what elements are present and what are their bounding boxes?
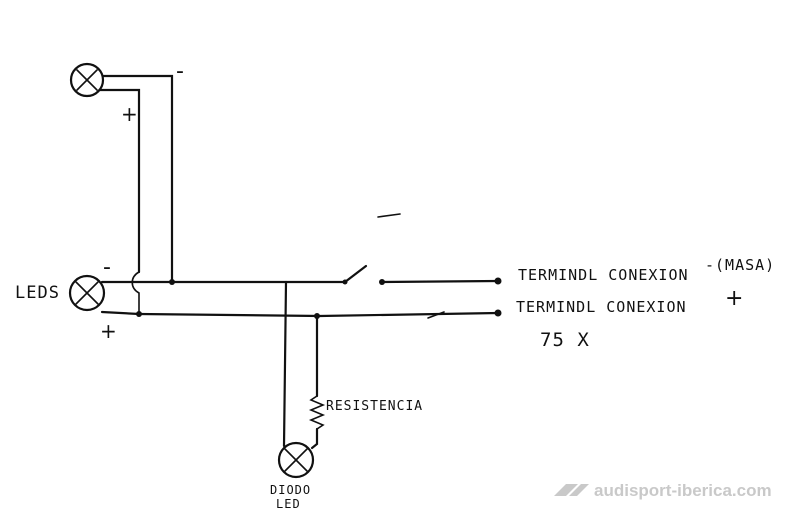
diode-label-line1: DIODO — [270, 483, 311, 497]
terminal-negative-label: TERMINDL CONEXION — [518, 266, 689, 284]
top-lamp-icon — [69, 62, 105, 98]
negative-bus-junction-dot — [169, 279, 175, 285]
top-lamp-plus-sign: + — [121, 102, 138, 126]
wire-crossover — [131, 271, 140, 317]
positive-bus-tick — [427, 311, 445, 319]
terminal-positive-label: TERMINDL CONEXION — [516, 298, 687, 316]
stray-pen-mark — [377, 213, 401, 218]
diode-label-line2: LED — [276, 497, 301, 511]
diode-positive-wire-lower — [310, 427, 319, 450]
watermark-text: audisport-iberica.com — [594, 481, 772, 500]
terminal-positive-suffix: + — [725, 286, 743, 311]
resistor-label: RESISTENCIA — [326, 399, 423, 414]
negative-terminal-dot — [494, 277, 502, 285]
positive-terminal-dot — [494, 309, 502, 317]
leds-label: LEDS — [15, 283, 60, 303]
switch-right-contact-dot — [379, 279, 385, 285]
leds-lamp-icon — [68, 274, 106, 312]
watermark-logo-icon — [554, 484, 589, 496]
diode-negative-wire — [282, 280, 288, 448]
top-lamp-minus-sign: - — [176, 59, 184, 84]
top-lamp-negative-wire — [101, 74, 174, 284]
leds-plus-sign: + — [100, 319, 117, 343]
diode-led-icon — [277, 441, 315, 479]
leds-minus-sign: - — [103, 255, 111, 280]
top-lamp-positive-wire — [98, 88, 141, 274]
switch-icon — [342, 264, 368, 285]
terminal-negative-suffix: -(MASA) — [705, 256, 775, 274]
count-label: 75 X — [540, 329, 590, 351]
resistor-icon — [308, 395, 326, 430]
positive-bus-junction-dot — [136, 311, 142, 317]
negative-bus-wire-end — [380, 279, 500, 284]
leds-positive-stub — [100, 310, 141, 316]
